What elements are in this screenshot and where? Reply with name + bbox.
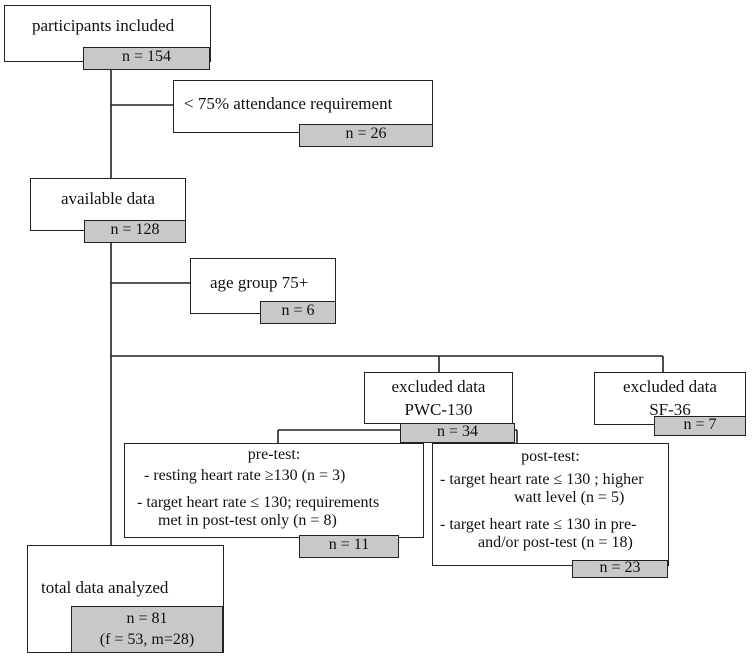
posttest-item-watt: - target heart rate ≤ 130 ; higher	[440, 471, 644, 488]
posttest-item-prepost-cont: and/or post-test (n = 18)	[478, 534, 633, 551]
total-count-detail: (f = 53, m=28)	[99, 631, 195, 648]
sf36-excluded-label: excluded data	[623, 377, 717, 396]
available-data-label: available data	[61, 189, 155, 208]
pwc-count-badge: n = 34	[400, 423, 515, 443]
participants-included-label: participants included	[32, 16, 175, 35]
posttest-item-watt-cont: watt level (n = 5)	[514, 489, 625, 506]
age-group-label: age group 75+	[210, 273, 309, 292]
sf36-excluded-sublabel: SF-36	[649, 400, 691, 419]
participants-count-badge: n = 154	[83, 47, 210, 70]
total-analyzed-label: total data analyzed	[41, 578, 169, 597]
available-count-badge: n = 128	[84, 220, 186, 243]
posttest-box	[432, 443, 669, 566]
pretest-box	[124, 443, 424, 538]
attendance-exclusion-label: < 75% attendance requirement	[184, 94, 393, 113]
pretest-item-target-cont: met in post-test only (n = 8)	[158, 512, 337, 529]
pwc-excluded-box	[364, 372, 513, 424]
total-count-badge: n = 81 (f = 53, m=28)	[71, 606, 223, 653]
posttest-title: post-test:	[521, 448, 580, 465]
sf36-count-badge: n = 7	[654, 416, 746, 436]
total-count: n = 81	[126, 610, 168, 627]
pwc-excluded-sublabel: PWC-130	[404, 400, 473, 419]
pretest-title: pre-test:	[247, 446, 301, 463]
posttest-count-badge: n = 23	[572, 560, 668, 578]
attendance-count-badge: n = 26	[299, 124, 433, 147]
pretest-item-target: - target heart rate ≤ 130; requirements	[137, 494, 380, 511]
pretest-item-resting: - resting heart rate ≥130 (n = 3)	[144, 467, 346, 484]
posttest-item-prepost: - target heart rate ≤ 130 in pre-	[440, 516, 637, 533]
age-group-count-badge: n = 6	[260, 301, 336, 324]
pretest-count-badge: n = 11	[299, 535, 399, 558]
pwc-excluded-label: excluded data	[391, 377, 486, 396]
